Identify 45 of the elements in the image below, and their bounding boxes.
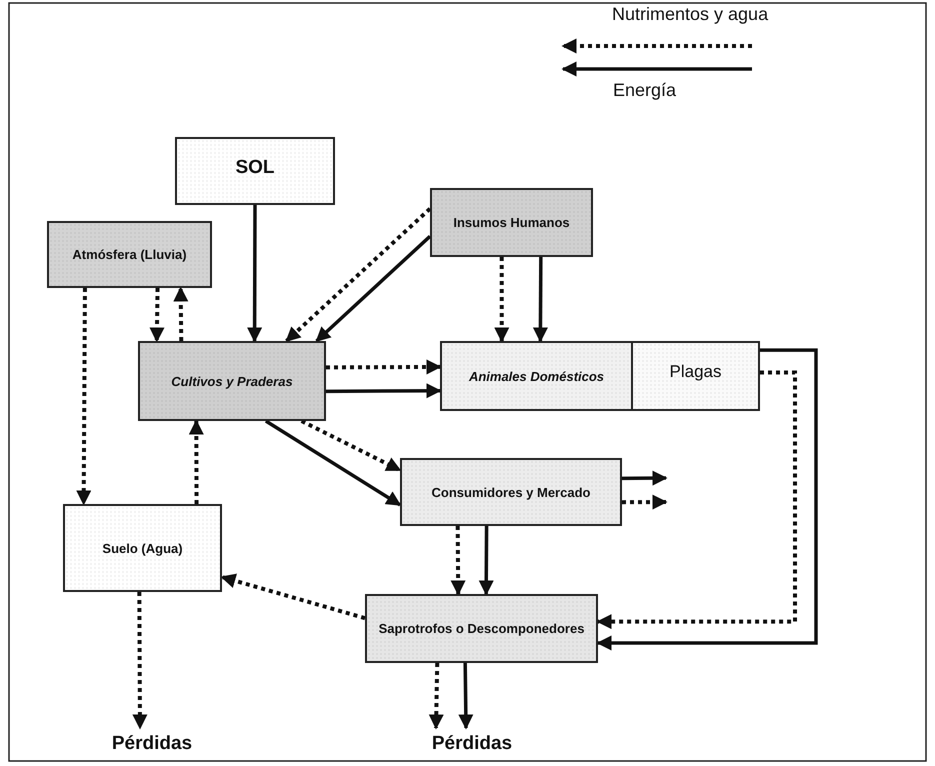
process-box	[47, 221, 212, 288]
node-label: SOL	[234, 157, 276, 179]
arrow	[532, 256, 548, 342]
arrow	[450, 526, 466, 596]
process-box	[138, 341, 326, 421]
node-label: Pérdidas	[412, 728, 532, 760]
arrow	[622, 470, 668, 486]
arrow	[326, 359, 442, 374]
process-box	[440, 341, 633, 411]
process-box	[365, 594, 598, 663]
arrow	[188, 420, 204, 504]
process-box	[631, 341, 760, 411]
process-box	[430, 188, 593, 257]
node-label: Insumos Humanos	[452, 214, 571, 231]
arrow	[428, 662, 444, 730]
arrow	[458, 662, 474, 730]
arrow	[264, 420, 402, 506]
legend-label: Nutrimentos y agua	[612, 4, 768, 25]
legend-label: Energía	[613, 80, 676, 101]
node-label: Saprotrofos o Descomponedores	[378, 620, 586, 637]
arrow	[300, 419, 402, 472]
arrow	[315, 235, 432, 342]
arrow	[622, 494, 668, 510]
node-label: Animales Domésticos	[468, 368, 606, 384]
arrow	[173, 286, 188, 342]
node-label: Atmósfera (Lluvia)	[71, 246, 188, 263]
arrow	[478, 526, 494, 596]
arrow	[132, 592, 148, 730]
node-label: Suelo (Agua)	[101, 540, 184, 556]
process-box	[175, 137, 335, 205]
arrow	[494, 257, 510, 342]
node-label: Consumidores y Mercado	[430, 484, 592, 500]
arrow	[596, 348, 818, 650]
arrow	[76, 288, 92, 506]
process-box	[63, 504, 222, 592]
arrow	[285, 207, 432, 342]
node-label: Cultivos y Praderas	[170, 372, 294, 390]
arrow	[247, 205, 262, 342]
arrow	[150, 288, 164, 342]
node-label: Plagas	[668, 363, 722, 380]
node-label: Pérdidas	[92, 728, 212, 760]
arrow	[326, 383, 442, 398]
arrow	[220, 574, 366, 620]
arrow	[596, 370, 797, 630]
process-box	[400, 458, 622, 526]
